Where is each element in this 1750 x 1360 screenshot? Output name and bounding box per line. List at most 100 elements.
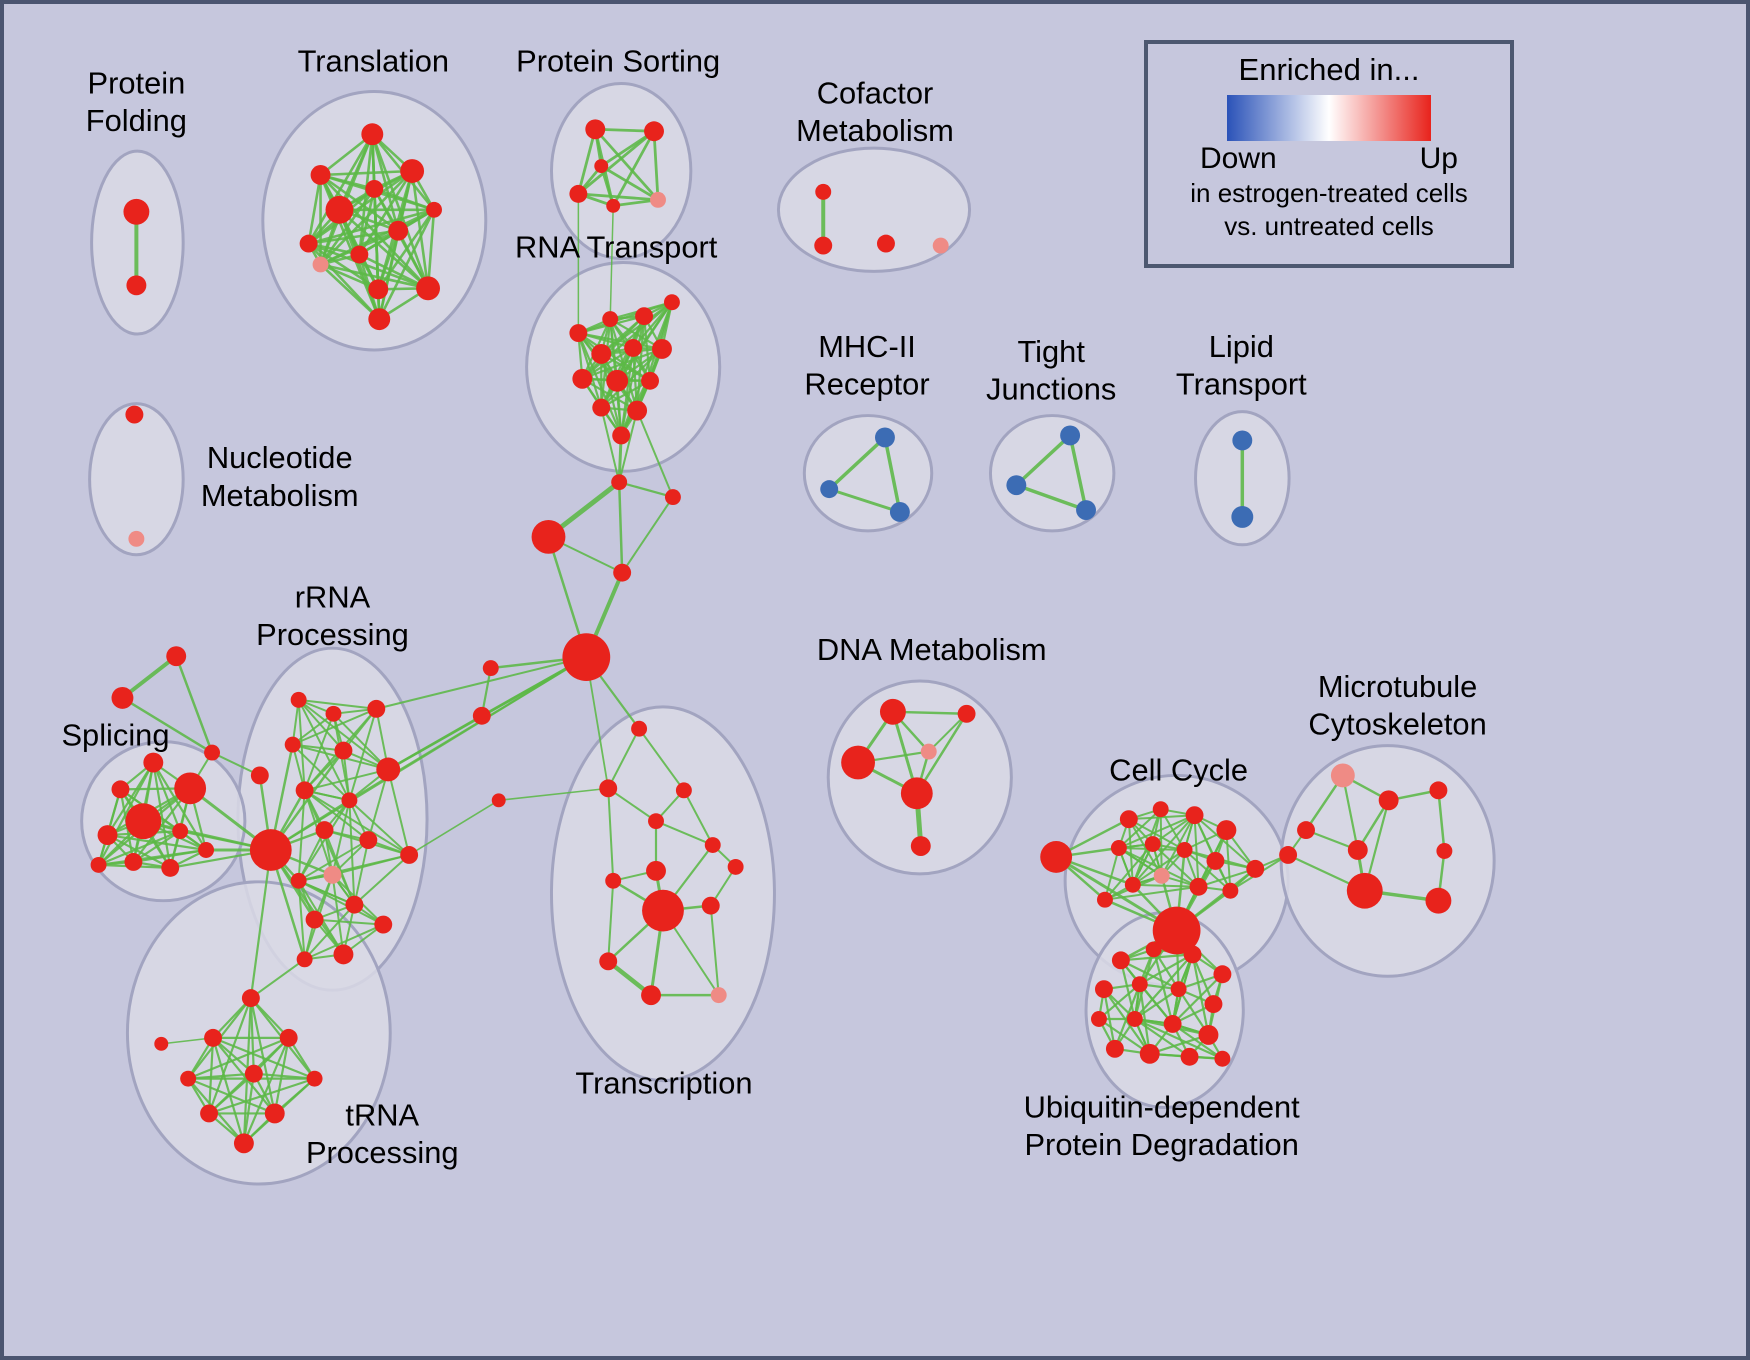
network-edge xyxy=(303,749,345,792)
network-edge xyxy=(1151,843,1200,888)
network-node-s10 xyxy=(90,856,107,873)
network-node-r1 xyxy=(290,691,307,708)
network-edge xyxy=(1341,774,1359,852)
network-node-r19 xyxy=(333,944,354,965)
network-edge xyxy=(338,208,430,290)
legend-subtitle-line1: in estrogen-treated cells xyxy=(1190,178,1468,208)
network-node-rt5 xyxy=(591,343,612,364)
network-edge xyxy=(207,997,252,1115)
network-edge xyxy=(611,129,656,208)
network-node-c6 xyxy=(482,660,499,677)
network-edge xyxy=(600,406,621,484)
network-node-r7 xyxy=(250,766,269,785)
network-edge xyxy=(618,481,675,499)
network-node-u3 xyxy=(1183,945,1202,964)
network-edge xyxy=(121,696,214,754)
network-node-x7 xyxy=(642,889,684,932)
network-edge xyxy=(307,173,322,245)
network-edge xyxy=(883,435,902,514)
network-edge xyxy=(1197,867,1257,888)
network-node-m1 xyxy=(1330,763,1355,788)
cluster-label-protein-folding: Protein xyxy=(88,65,186,100)
network-node-u16 xyxy=(1214,1050,1231,1067)
network-node-ps6 xyxy=(594,159,609,173)
network-edge xyxy=(297,799,351,882)
network-node-d6 xyxy=(910,836,931,856)
network-node-t12 xyxy=(416,276,440,301)
network-node-s6 xyxy=(172,823,189,840)
network-node-u10 xyxy=(1126,1011,1143,1027)
network-node-b3 xyxy=(889,502,910,522)
network-edge xyxy=(174,654,214,754)
network-edge xyxy=(297,839,370,882)
network-node-cm4 xyxy=(932,237,949,254)
network-edge xyxy=(576,127,597,196)
network-node-cc9 xyxy=(1206,851,1225,870)
network-node-x10 xyxy=(599,952,618,971)
network-edge xyxy=(313,918,385,926)
network-node-cc14 xyxy=(1096,891,1113,908)
network-node-u7 xyxy=(1170,981,1187,998)
network-node-r5 xyxy=(334,741,353,760)
network-node-d5 xyxy=(900,777,933,810)
network-edge xyxy=(187,1036,290,1080)
cluster-label-trna-processing: tRNA xyxy=(345,1097,419,1132)
network-edge xyxy=(620,346,635,437)
network-node-c3 xyxy=(531,519,566,554)
network-edge xyxy=(1437,789,1446,853)
network-edge xyxy=(348,707,378,802)
network-edge xyxy=(497,787,610,802)
legend-box: Enriched in... Down Up in estrogen-treat… xyxy=(1144,40,1514,268)
network-edge xyxy=(576,129,656,196)
network-edge xyxy=(377,208,436,321)
cluster-label-rrna-processing: Processing xyxy=(256,617,409,652)
network-edge xyxy=(1225,829,1232,892)
network-node-s3 xyxy=(174,772,207,805)
network-node-rt2 xyxy=(602,311,619,328)
network-node-cc3 xyxy=(1152,801,1169,818)
network-node-r4 xyxy=(284,736,301,753)
network-edge xyxy=(600,301,674,356)
cluster-label-cell-cycle: Cell Cycle xyxy=(1109,752,1248,787)
network-node-rt7 xyxy=(652,339,672,359)
network-node-t4 xyxy=(299,234,318,253)
network-node-t3 xyxy=(325,195,354,224)
network-edge xyxy=(621,496,674,574)
network-edge xyxy=(152,761,172,869)
network-node-d2 xyxy=(841,745,875,780)
network-edge xyxy=(600,347,664,409)
cluster-label-nucleotide-metabolism: Metabolism xyxy=(201,478,359,513)
network-node-m5 xyxy=(1347,840,1368,860)
legend-title: Enriched in... xyxy=(1238,52,1420,87)
network-edge xyxy=(211,1036,316,1080)
network-node-rt6 xyxy=(624,339,643,357)
network-edge xyxy=(607,727,641,790)
network-node-cc12 xyxy=(1189,877,1208,896)
network-edge xyxy=(709,904,720,997)
cluster-label-trna-processing: Processing xyxy=(306,1135,459,1170)
cluster-label-ubiquitin-degradation: Protein Degradation xyxy=(1024,1127,1298,1162)
network-edge xyxy=(331,799,351,876)
network-node-lt2 xyxy=(1231,506,1254,528)
cluster-label-translation: Translation xyxy=(298,44,449,79)
network-node-f3 xyxy=(204,744,221,761)
network-node-cc11 xyxy=(1124,876,1141,893)
network-edge xyxy=(1171,973,1224,1026)
network-node-q1 xyxy=(241,989,260,1008)
network-edge xyxy=(120,654,179,700)
network-edge xyxy=(106,833,172,869)
network-node-rt4 xyxy=(663,294,680,311)
network-node-s2 xyxy=(111,780,130,799)
network-node-cc6 xyxy=(1110,840,1127,856)
network-node-t13 xyxy=(368,308,391,331)
network-node-r6 xyxy=(376,757,401,782)
network-edge xyxy=(211,1036,245,1145)
network-node-r8 xyxy=(295,781,314,800)
network-node-ps1 xyxy=(585,119,606,140)
network-edge xyxy=(1133,1017,1224,1060)
network-node-rt10 xyxy=(641,371,659,390)
network-node-t1 xyxy=(361,123,384,146)
network-edge xyxy=(1117,847,1163,877)
network-node-x9 xyxy=(701,896,720,915)
network-node-x2 xyxy=(599,779,618,798)
